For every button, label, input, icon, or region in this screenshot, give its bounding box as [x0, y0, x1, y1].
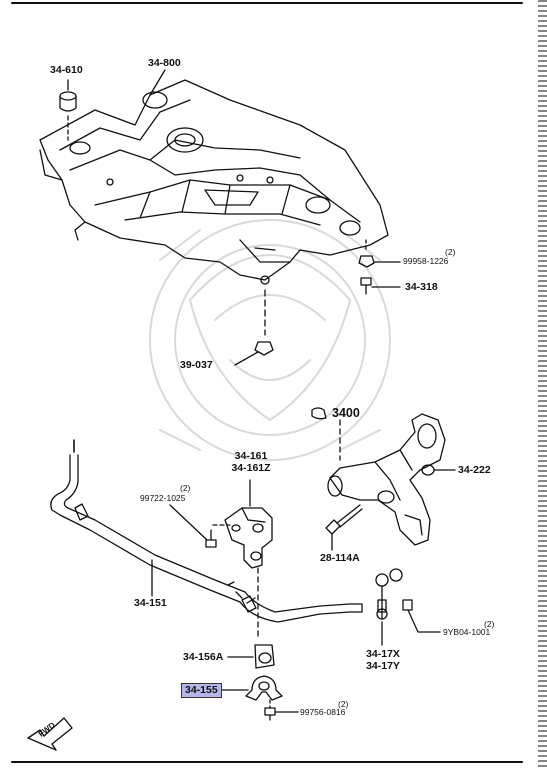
- label-28-114a: 28-114A: [320, 552, 360, 564]
- nut-drawing: [358, 255, 375, 268]
- bolt-99722-1025-drawing: [205, 529, 217, 548]
- mount-rubber-drawing: [59, 91, 77, 141]
- bolt-99756-0816-drawing: [264, 707, 276, 721]
- leader-39-037: [234, 351, 259, 366]
- label-39-037: 39-037: [180, 359, 213, 371]
- crossmember-drawing: [39, 79, 389, 285]
- lower-arm-icon: [311, 407, 327, 420]
- nut-9yb04-1001-drawing: [402, 599, 413, 611]
- label-qty-99958-1226: (2): [445, 247, 456, 257]
- label-qty-99756-0816: (2): [338, 699, 349, 709]
- label-34-17x: 34-17X: [366, 648, 400, 660]
- leader-99722-1025: [169, 504, 208, 541]
- label-34-222: 34-222: [458, 464, 491, 476]
- label-34-17y: 34-17Y: [366, 660, 400, 672]
- scan-edge-border: [538, 0, 547, 768]
- label-qty-99722-1025: (2): [180, 483, 191, 493]
- nut-39-037-drawing: [254, 341, 274, 356]
- label-99722-1025: 99722-1025: [140, 493, 186, 503]
- label-34-156a: 34-156A: [183, 651, 224, 663]
- label-9yb04-1001: 9YB04-1001: [443, 627, 491, 637]
- watermark-seal: [149, 219, 391, 461]
- label-34-800: 34-800: [148, 57, 181, 69]
- fwd-arrow-icon: [27, 717, 73, 751]
- stabilizer-bar-drawing: [50, 439, 363, 623]
- label-34-161: 34-161: [234, 450, 268, 462]
- label-99756-0816: 99756-0816: [300, 707, 346, 717]
- label-34-161z: 34-161Z: [231, 462, 271, 474]
- clamp-drawing: [245, 675, 283, 701]
- lower-arm-drawing: [327, 413, 446, 546]
- label-34-151: 34-151: [134, 597, 167, 609]
- label-34-610: 34-610: [50, 64, 83, 76]
- bracket-drawing: [224, 507, 273, 569]
- bolt-drawing: [360, 277, 372, 295]
- label-34-318: 34-318: [405, 281, 438, 293]
- bolt-28-114a-drawing: [325, 504, 363, 535]
- label-99958-1226: 99958-1226: [403, 256, 449, 266]
- label-34-155-highlighted: 34-155: [181, 683, 222, 698]
- link-drawing: [375, 568, 403, 620]
- leader-34-800: [149, 69, 166, 96]
- label-qty-9yb04-1001: (2): [484, 619, 495, 629]
- label-3400: 3400: [332, 406, 360, 420]
- leader-9yb04-1001: [407, 609, 441, 633]
- bushing-drawing: [254, 644, 275, 669]
